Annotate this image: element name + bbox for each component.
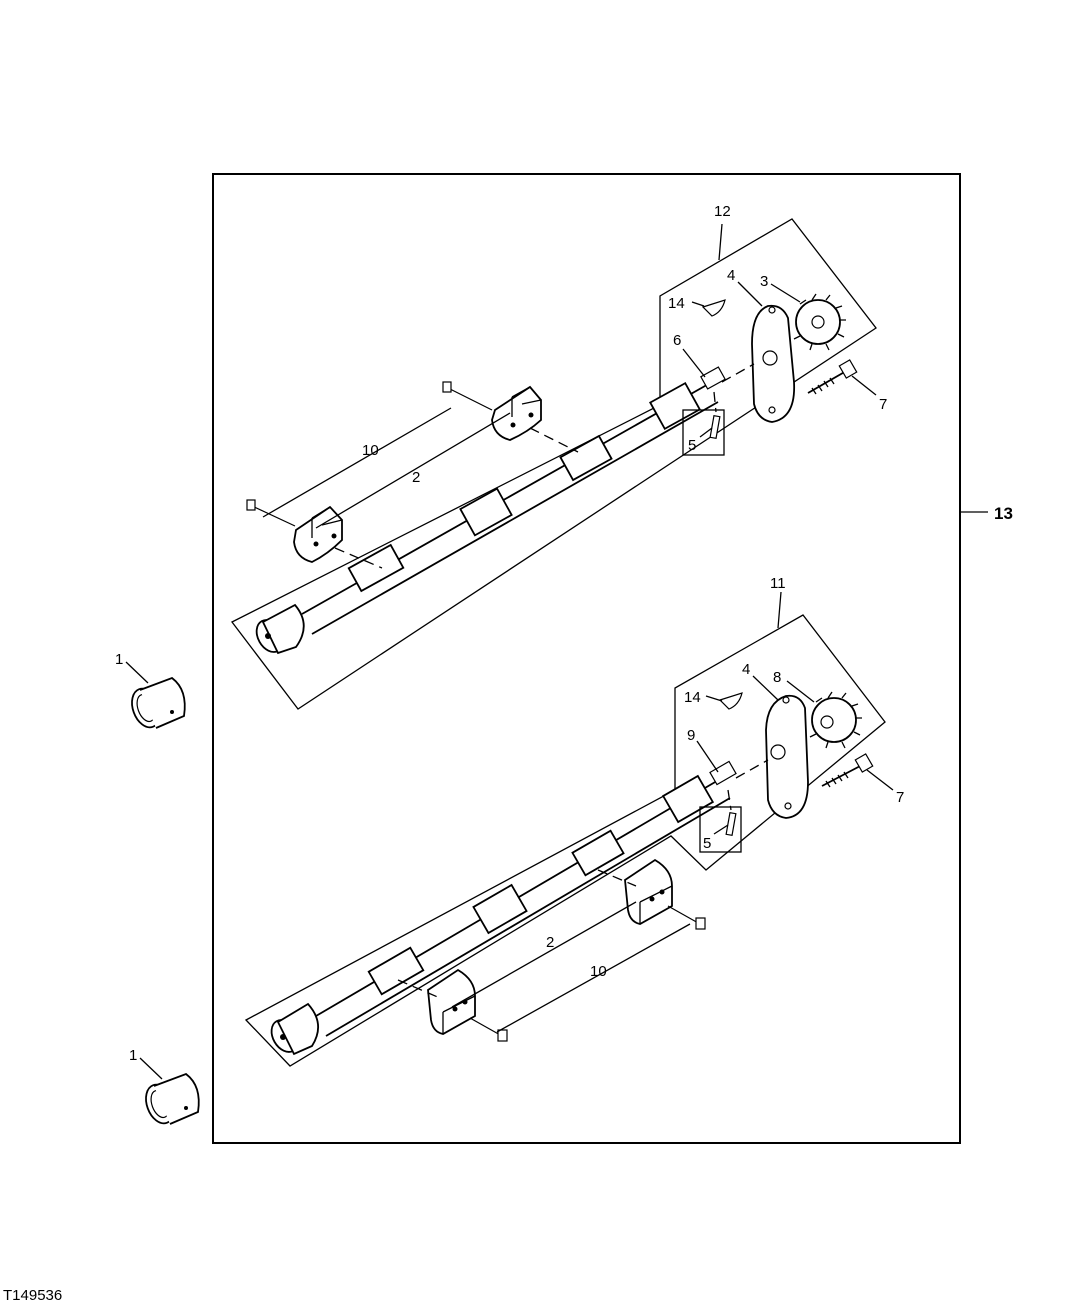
callout-6: 6 — [673, 332, 681, 349]
lower-wedge-14 — [718, 692, 743, 710]
callout-1-upper: 1 — [115, 651, 123, 668]
bushing-1-upper — [131, 676, 186, 729]
upper-bearing-cap-rear — [491, 385, 542, 441]
callout-2-lower: 2 — [546, 934, 554, 951]
lower-gear-8 — [809, 691, 862, 749]
upper-subassembly-outline — [231, 218, 877, 710]
leader-8 — [786, 680, 815, 703]
callout-5-upper: 5 — [688, 437, 696, 454]
upper-gear-3 — [793, 293, 846, 351]
leader-12 — [718, 223, 723, 261]
callout-4-upper: 4 — [727, 267, 735, 284]
callout-2-upper: 2 — [412, 469, 420, 486]
leader-1-upper — [125, 661, 149, 684]
callout-14-upper: 14 — [668, 295, 685, 312]
callout-13: 13 — [994, 504, 1013, 523]
upper-screw-10-rear — [442, 381, 493, 411]
lower-bolt-7 — [821, 753, 874, 788]
callout-7-lower: 7 — [896, 789, 904, 806]
leader-2-upper — [315, 412, 511, 529]
leader-6 — [682, 348, 706, 378]
lower-screw-10-rear — [667, 905, 706, 930]
callout-4-lower: 4 — [742, 661, 750, 678]
reference-code: T149536 — [3, 1287, 62, 1304]
callout-10-upper: 10 — [362, 442, 379, 459]
callout-14-lower: 14 — [684, 689, 701, 706]
key-6 — [700, 366, 726, 390]
callout-8: 8 — [773, 669, 781, 686]
callout-5-lower: 5 — [703, 835, 711, 852]
bushing-1-lower — [145, 1072, 200, 1125]
pin-5-lower — [725, 811, 737, 837]
pin-5-upper — [709, 414, 721, 440]
upper-screw-10-front — [246, 499, 296, 527]
leader-14-upper — [691, 301, 705, 307]
leader-7-upper — [851, 375, 877, 396]
pin-5-box-lower — [699, 806, 742, 853]
leader-14-lower — [705, 695, 723, 702]
lower-screw-10-front — [469, 1017, 508, 1042]
leader-3-upper — [770, 283, 801, 303]
callout-11: 11 — [770, 575, 786, 592]
callout-12: 12 — [714, 203, 731, 220]
lower-bearing-cap-front — [427, 968, 476, 1035]
leader-7-lower — [866, 769, 894, 791]
leader-9 — [696, 740, 719, 773]
upper-wedge-14 — [701, 299, 726, 317]
upper-bearing-cap-front — [293, 505, 343, 563]
upper-bolt-7 — [807, 359, 858, 395]
leader-10-upper — [262, 407, 452, 518]
callout-7-upper: 7 — [879, 396, 887, 413]
callout-1-lower: 1 — [129, 1047, 137, 1064]
leader-4-lower — [752, 675, 779, 701]
key-9 — [709, 760, 737, 786]
lower-subassembly-outline — [244, 614, 886, 1067]
callout-10-lower: 10 — [590, 963, 607, 980]
upper-balancer-shaft — [255, 381, 719, 655]
pin-5-box-upper — [682, 409, 725, 456]
lower-bearing-cap-rear — [624, 858, 673, 925]
leader-4-upper — [737, 281, 763, 307]
leader-2-lower — [451, 901, 637, 1008]
lower-balancer-shaft — [270, 774, 731, 1056]
lower-plate-4 — [765, 694, 809, 819]
callout-9: 9 — [687, 727, 695, 744]
leader-11 — [777, 591, 782, 629]
callout-3: 3 — [760, 273, 768, 290]
assembly-frame — [212, 173, 961, 1144]
leader-1-lower — [139, 1057, 163, 1080]
leader-10-lower — [496, 923, 691, 1033]
